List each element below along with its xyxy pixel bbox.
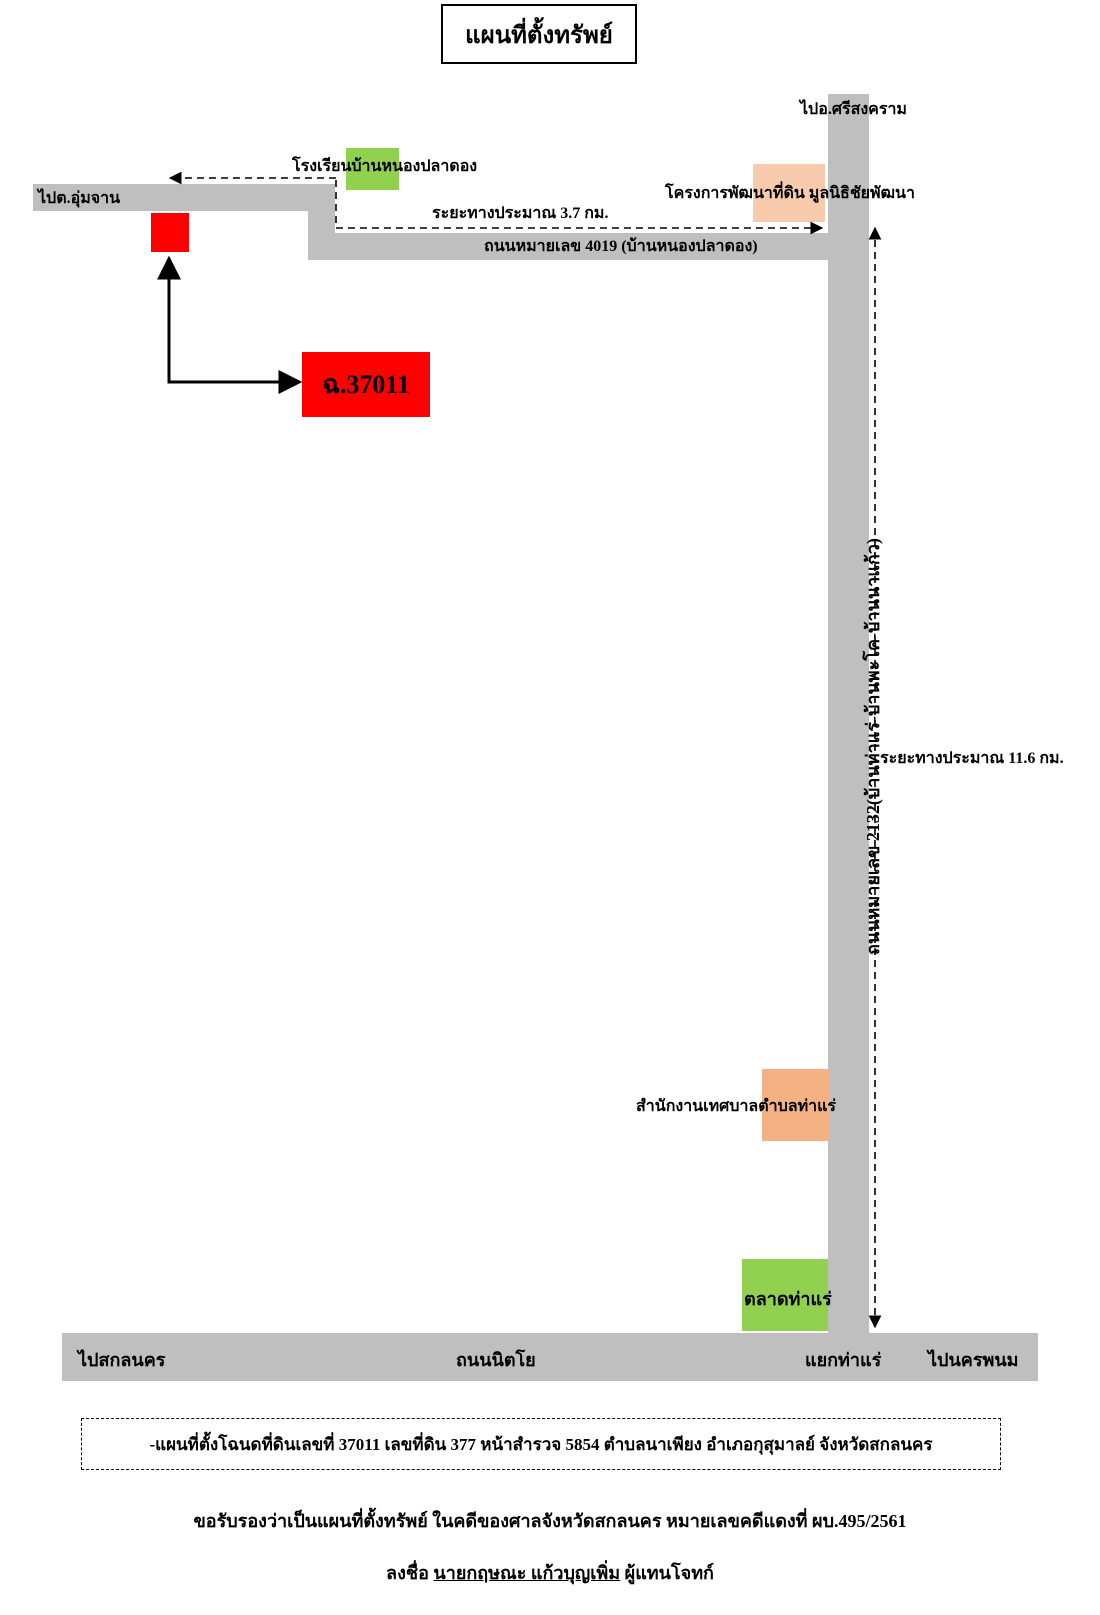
label-to-kutchan: ไปต.อุ่มจาน [38,190,121,207]
road-4019 [308,233,841,260]
signature-role: ผู้แทนโจทก์ [624,1563,714,1583]
plot-pointer-arrow [157,255,303,394]
road-to-kutchan [33,184,308,211]
label-to-nakhonphanom: ไปนครพนม [928,1350,1019,1370]
label-to-sakon: ไปสกลนคร [78,1350,166,1370]
municipal-office-marker [762,1069,829,1141]
map-title: แผนที่ตั้งทรัพย์ [441,4,637,64]
label-school: โรงเรียนบ้านหนองปลาดอง [292,158,478,175]
market-marker [742,1259,828,1331]
label-market: ตลาดท่าแร่ [744,1289,832,1309]
signature-prefix: ลงชื่อ [386,1563,429,1583]
label-municipal-office: สำนักงานเทศบาลตำบลท่าแร่ [636,1098,836,1115]
label-distance-11-6: ระยะทางประมาณ 11.6 กม. [880,750,1064,767]
plot-location-marker [151,213,189,252]
land-project-marker [753,164,825,222]
distance-3-7-dashed-line [335,180,824,235]
deed-note-text: -แผนที่ตั้งโฉนดที่ดินเลขที่ 37011 เลขที่… [149,1434,933,1454]
certification-text: ขอรับรองว่าเป็นแผนที่ตั้งทรัพย์ ในคดีของ… [193,1511,907,1531]
school-marker [346,148,399,190]
label-nittayo-road: ถนนนิตโย [456,1350,536,1370]
label-land-project: โครงการพัฒนาที่ดิน มูลนิธิชัยพัฒนา [665,185,915,202]
label-distance-3-7: ระยะทางประมาณ 3.7 กม. [432,205,609,222]
label-tharae-junction: แยกท่าแร่ [805,1350,882,1370]
road-nittayo [62,1333,1038,1381]
signature-line: ลงชื่อ นายกฤษณะ แก้วบุญเพิ่ม ผู้แทนโจทก์ [0,1558,1100,1587]
signature-name: นายกฤษณะ แก้วบุญเพิ่ม [433,1563,621,1583]
road-2132 [828,94,869,1356]
label-to-sisongkhram: ไปอ.ศรีสงคราม [800,101,907,118]
deed-note-box: -แผนที่ตั้งโฉนดที่ดินเลขที่ 37011 เลขที่… [81,1418,1001,1470]
label-road-4019: ถนนหมายเลข 4019 (บ้านหนองปลาดอง) [484,238,758,255]
plot-label-box: ฉ.37011 [302,352,430,417]
